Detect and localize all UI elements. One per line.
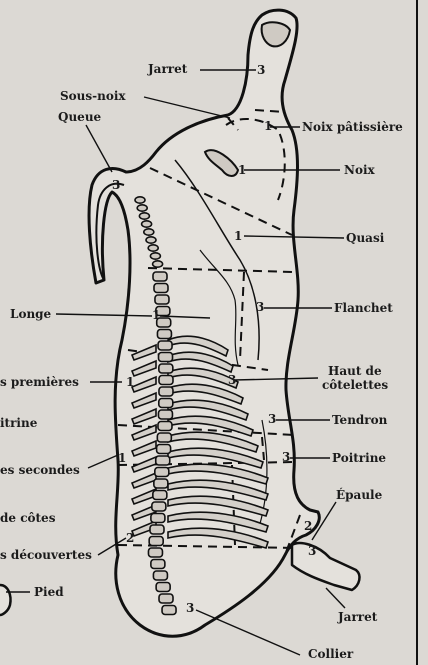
- grade-haut-de-cotelettes: 3: [228, 374, 236, 386]
- label-sous-noix: Sous-noix: [60, 89, 126, 103]
- grade-queue: 3: [112, 179, 120, 191]
- grade-jarret-top: 3: [257, 64, 265, 76]
- label-longe: Longe: [10, 307, 51, 321]
- label-flanchet: Flanchet: [334, 301, 393, 315]
- grade-longe: 1: [152, 309, 160, 321]
- grade-tendron: 3: [268, 413, 276, 425]
- grade-noix-patissiere: 1: [264, 120, 272, 132]
- leader-sous-noix: [144, 97, 230, 118]
- label-poitrine-left: itrine: [0, 416, 37, 430]
- leader-cotes-secondes: [88, 455, 118, 468]
- leader-decouvertes: [98, 538, 126, 555]
- label-haut-de: Haut de: [328, 364, 382, 378]
- label-tendron: Tendron: [332, 413, 387, 427]
- grade-cotes-secondes: 1: [118, 452, 126, 464]
- grade-collier: 3: [186, 602, 194, 614]
- label-cotes-premieres: s premières: [0, 375, 79, 389]
- label-noix-patissiere: Noix pâtissière: [302, 120, 403, 134]
- grade-cotes-premieres: 1: [126, 376, 134, 388]
- grade-poitrine: 3: [282, 451, 290, 463]
- label-jarret-top: Jarret: [148, 62, 187, 76]
- label-cotes-secondes: es secondes: [0, 463, 80, 477]
- label-queue: Queue: [58, 110, 101, 124]
- leader-longe-in: [160, 316, 210, 318]
- label-jarret-bottom: Jarret: [338, 610, 377, 624]
- label-pied: Pied: [34, 585, 64, 599]
- leader-jarret-bottom: [326, 588, 345, 608]
- grade-flanchet: 3: [256, 301, 264, 313]
- leader-haut: [234, 378, 318, 380]
- label-poitrine-right: Poitrine: [332, 451, 386, 465]
- label-epaule: Épaule: [336, 488, 382, 502]
- leader-epaule: [312, 502, 336, 540]
- grade-epaule: 2: [304, 520, 312, 532]
- grade-decouvertes: 2: [126, 532, 134, 544]
- leader-longe: [56, 314, 152, 316]
- grade-noix: 1: [238, 164, 246, 176]
- grade-jarret-bottom: 3: [308, 545, 316, 557]
- leader-quasi: [244, 236, 344, 238]
- label-cotelettes: côtelettes: [322, 378, 388, 392]
- pied-fragment: [0, 585, 11, 615]
- label-decouvertes: s découvertes: [0, 548, 92, 562]
- label-collier: Collier: [308, 647, 353, 661]
- label-quasi: Quasi: [346, 231, 384, 245]
- label-noix: Noix: [344, 163, 375, 177]
- label-de-cotes: de côtes: [0, 511, 55, 525]
- grade-quasi: 1: [234, 230, 242, 242]
- leader-collier: [196, 610, 300, 655]
- leader-queue: [86, 125, 112, 172]
